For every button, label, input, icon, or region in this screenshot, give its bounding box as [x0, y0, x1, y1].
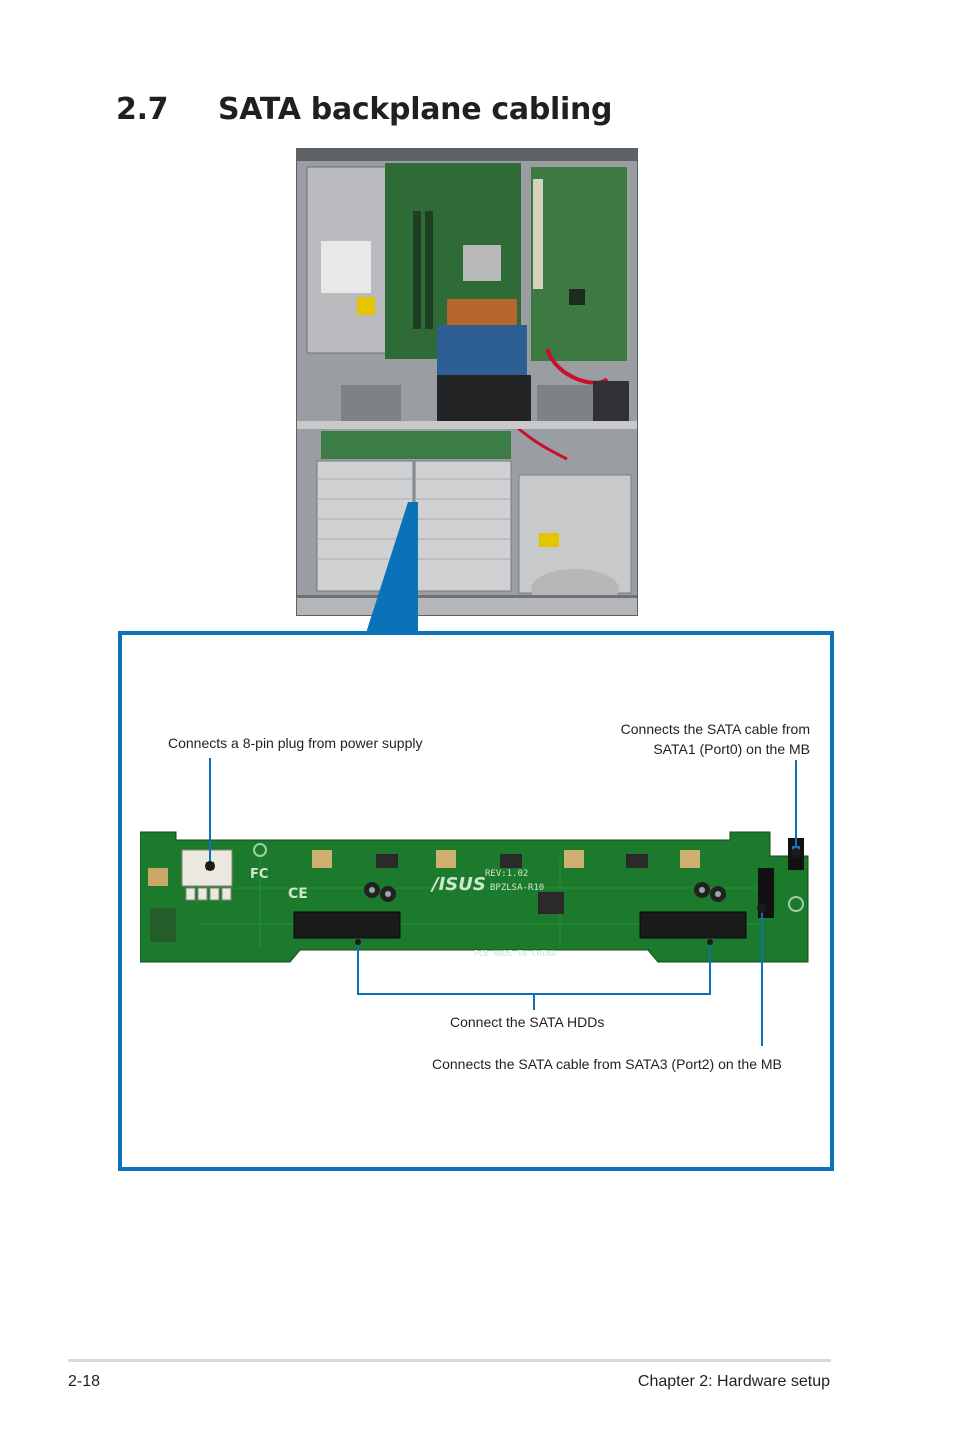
svg-text:/ISUS: /ISUS	[430, 874, 486, 895]
section-heading: 2.7 SATA backplane cabling	[116, 92, 613, 127]
chapter-title: Chapter 2: Hardware setup	[637, 1373, 830, 1390]
svg-text:CE: CE	[288, 886, 308, 902]
section-number: 2.7	[116, 92, 169, 127]
sata-backplane-board: FC CE /ISUS REV:1.02 BPZLSA-R10 PCB MADE…	[140, 831, 809, 963]
svg-text:PCB MADE IN CHINA: PCB MADE IN CHINA	[474, 949, 556, 958]
svg-text:BPZLSA-R10: BPZLSA-R10	[490, 883, 544, 893]
page-number: 2-18	[68, 1373, 101, 1390]
svg-text:FC: FC	[250, 867, 268, 882]
hdd-sata-connector-left	[293, 911, 401, 939]
sata-hdds-label: Connect the SATA HDDs	[450, 1014, 605, 1030]
sata3-cable-label: Connects the SATA cable from SATA3 (Port…	[432, 1056, 782, 1072]
footer-divider	[68, 1359, 831, 1362]
power-plug-label: Connects a 8-pin plug from power supply	[168, 735, 423, 751]
section-title: SATA backplane cabling	[218, 92, 613, 127]
server-chassis-photo	[296, 148, 638, 616]
svg-text:REV:1.02: REV:1.02	[485, 869, 528, 879]
hdd-sata-connector-right	[639, 911, 747, 939]
sata1-cable-label: Connects the SATA cable from SATA1 (Port…	[620, 721, 810, 757]
